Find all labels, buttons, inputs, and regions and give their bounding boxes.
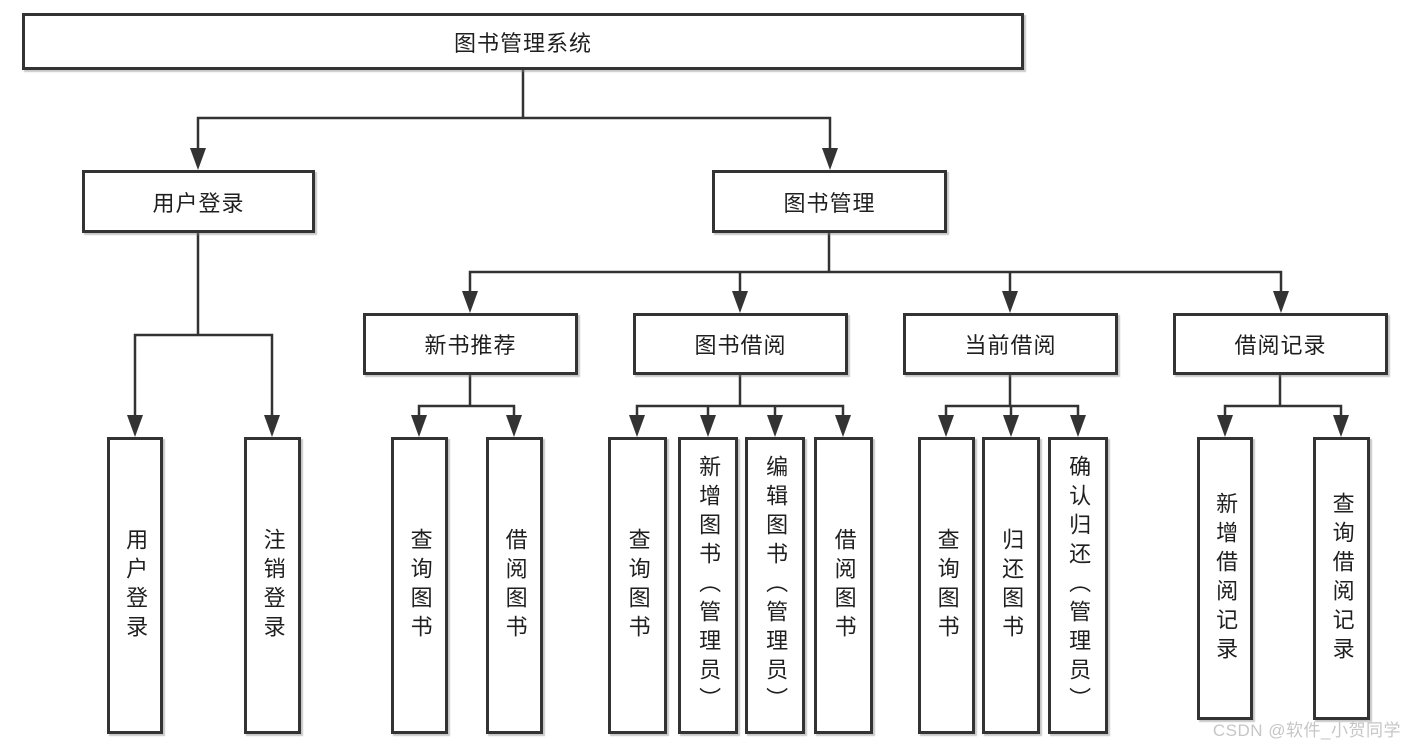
- node-root: 图书管理系统: [22, 13, 1024, 70]
- leaf-query-books-borrowing-label: 查询图书: [625, 527, 651, 644]
- leaf-add-borrow-record: 新增借阅记录: [1197, 437, 1253, 720]
- node-book-borrowing-label: 图书借阅: [694, 333, 787, 358]
- leaf-borrow-books-recommend-label: 借阅图书: [502, 527, 528, 644]
- leaf-user-login-label: 用户登录: [123, 527, 149, 644]
- leaf-borrow-books-borrowing-label: 借阅图书: [831, 527, 857, 644]
- node-book-management: 图书管理: [712, 170, 947, 233]
- node-new-book-recommend: 新书推荐: [363, 313, 578, 375]
- leaf-logout-label: 注销登录: [260, 527, 286, 644]
- leaf-borrow-books-borrowing: 借阅图书: [814, 437, 873, 734]
- node-user-login-label: 用户登录: [152, 190, 245, 216]
- node-new-book-recommend-label: 新书推荐: [424, 333, 517, 358]
- leaf-query-books-borrowing: 查询图书: [608, 437, 667, 734]
- leaf-confirm-return-admin-label: 确认归还（管理员）: [1066, 455, 1092, 716]
- node-book-borrowing: 图书借阅: [633, 313, 848, 375]
- node-user-login: 用户登录: [82, 170, 315, 233]
- leaf-edit-books-admin-label: 编辑图书（管理员）: [763, 455, 789, 716]
- node-root-label: 图书管理系统: [453, 30, 592, 56]
- leaf-add-books-admin-label: 新增图书（管理员）: [696, 455, 722, 716]
- leaf-confirm-return-admin: 确认归还（管理员）: [1048, 437, 1108, 734]
- leaf-return-books: 归还图书: [982, 437, 1040, 734]
- node-current-borrowing: 当前借阅: [903, 313, 1118, 375]
- leaf-query-borrow-record: 查询借阅记录: [1313, 437, 1370, 720]
- node-borrowing-records: 借阅记录: [1173, 313, 1388, 375]
- arrowheads: [127, 148, 1349, 437]
- leaf-add-books-admin: 新增图书（管理员）: [678, 437, 738, 734]
- node-book-management-label: 图书管理: [783, 190, 876, 216]
- leaf-query-books-current: 查询图书: [918, 437, 975, 734]
- leaf-add-borrow-record-label: 新增借阅记录: [1213, 491, 1239, 666]
- node-current-borrowing-label: 当前借阅: [964, 333, 1057, 358]
- leaf-user-login: 用户登录: [107, 437, 163, 734]
- leaf-query-books-recommend: 查询图书: [391, 437, 448, 734]
- leaf-logout: 注销登录: [244, 437, 301, 734]
- node-borrowing-records-label: 借阅记录: [1234, 333, 1327, 358]
- watermark: CSDN @软件_小贺同学: [1212, 721, 1401, 740]
- leaf-query-books-recommend-label: 查询图书: [407, 527, 433, 644]
- leaf-borrow-books-recommend: 借阅图书: [486, 437, 543, 734]
- leaf-edit-books-admin: 编辑图书（管理员）: [745, 437, 805, 734]
- leaf-query-books-current-label: 查询图书: [934, 527, 960, 644]
- leaf-return-books-label: 归还图书: [999, 527, 1025, 644]
- leaf-query-borrow-record-label: 查询借阅记录: [1329, 491, 1355, 666]
